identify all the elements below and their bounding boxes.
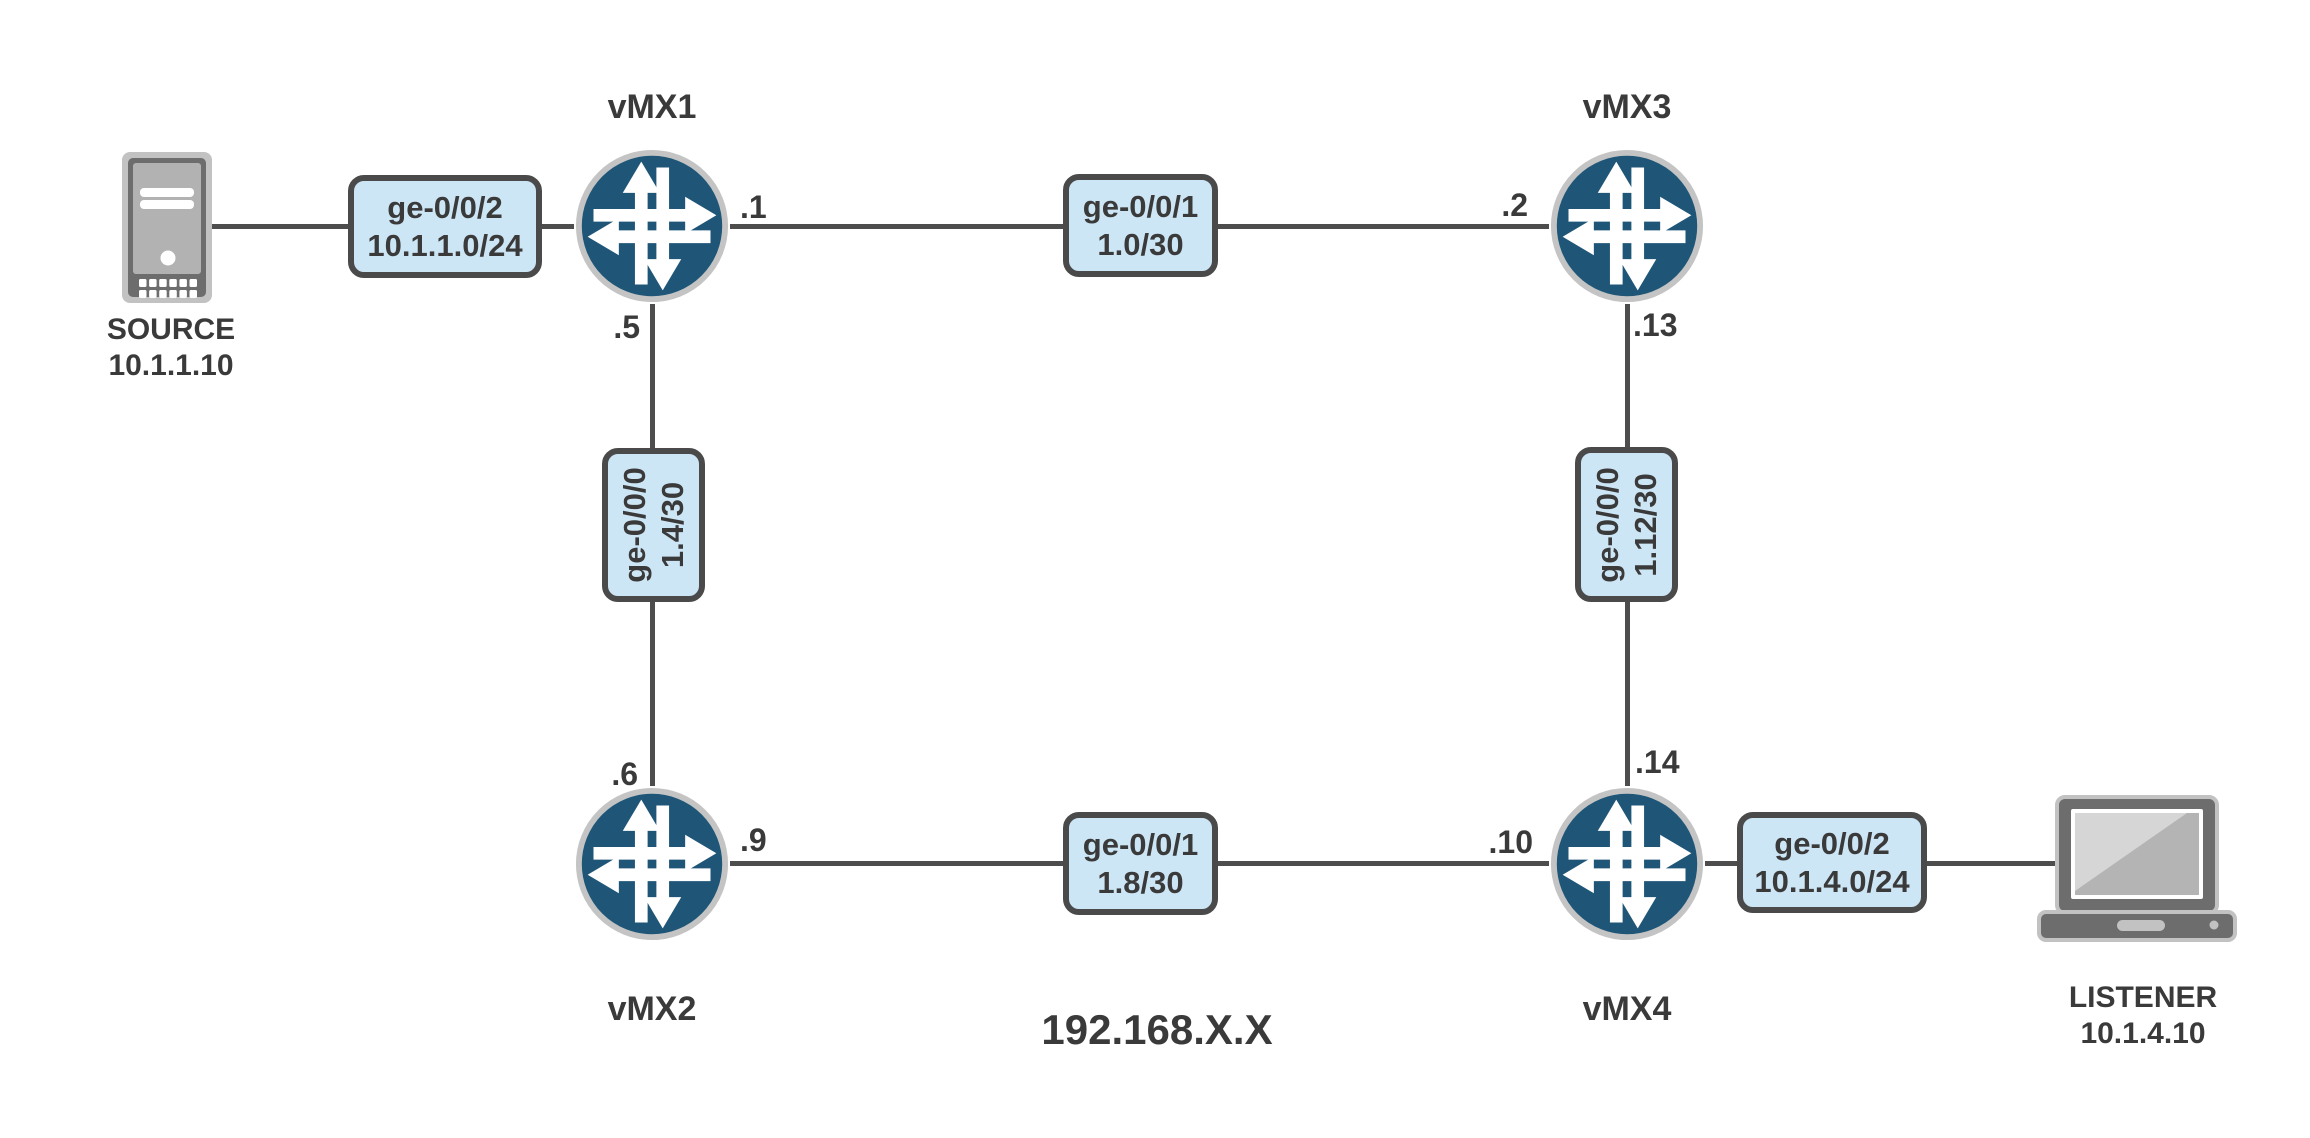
listener-caption: LISTENER 10.1.4.10 (2033, 980, 2253, 1052)
interface-label-source-vmx1: ge-0/0/2 10.1.1.0/24 (348, 175, 542, 278)
interface-label-vmx1-vmx3: ge-0/0/1 1.0/30 (1063, 174, 1218, 277)
network-range-label: 192.168.X.X (1041, 1006, 1273, 1053)
rotated-label: ge-0/0/0 1.4/30 (604, 448, 704, 602)
interface-name: ge-0/0/2 (387, 189, 503, 225)
juniper-router-icon (574, 148, 730, 304)
router-vmx4 (1549, 786, 1705, 942)
interface-subnet: 1.4/30 (654, 481, 690, 569)
source-name: SOURCE (106, 313, 236, 346)
rotated-label: ge-0/0/0 1.12/30 (1577, 448, 1677, 602)
juniper-router-icon (1549, 786, 1705, 942)
router-title-vmx2: vMX2 (607, 990, 697, 1028)
source-ip: 10.1.1.10 (108, 349, 234, 382)
port-label-vmx3-dot13: .13 (1633, 307, 1678, 343)
source-host (122, 152, 212, 303)
interface-subnet: 10.1.1.0/24 (367, 227, 523, 263)
router-vmx2 (574, 786, 730, 942)
source-caption: SOURCE 10.1.1.10 (61, 312, 281, 384)
server-tower-icon (122, 152, 212, 303)
interface-name: ge-0/0/1 (1082, 826, 1199, 862)
interface-label-vmx4-listener: ge-0/0/2 10.1.4.0/24 (1737, 812, 1927, 913)
port-label-vmx2-dot9: .9 (740, 822, 767, 858)
interface-name: ge-0/0/1 (1082, 188, 1199, 224)
interface-subnet: 1.8/30 (1097, 864, 1184, 900)
listener-ip: 10.1.4.10 (2080, 1017, 2206, 1050)
interface-subnet: 10.1.4.0/24 (1754, 863, 1910, 899)
listener-name: LISTENER (2068, 981, 2218, 1014)
juniper-router-icon (574, 786, 730, 942)
interface-name: ge-0/0/2 (1774, 825, 1890, 861)
interface-subnet: 1.0/30 (1097, 226, 1184, 262)
interface-label-vmx3-vmx4: ge-0/0/0 1.12/30 (1575, 447, 1678, 602)
router-vmx1 (574, 148, 730, 304)
router-vmx3 (1549, 148, 1705, 304)
interface-name: ge-0/0/0 (616, 467, 652, 583)
port-label-vmx4-dot10: .10 (1488, 824, 1533, 860)
router-title-vmx1: vMX1 (607, 88, 697, 126)
port-label-vmx3-dot2: .2 (1501, 187, 1528, 223)
interface-label-vmx2-vmx4: ge-0/0/1 1.8/30 (1063, 812, 1218, 915)
laptop-icon (2037, 795, 2237, 942)
router-title-vmx4: vMX4 (1582, 990, 1672, 1028)
interface-subnet: 1.12/30 (1627, 472, 1663, 577)
interface-name: ge-0/0/0 (1589, 466, 1625, 583)
interface-label-vmx1-vmx2: ge-0/0/0 1.4/30 (602, 448, 705, 602)
router-title-vmx3: vMX3 (1582, 88, 1672, 126)
port-label-vmx2-dot6: .6 (611, 756, 638, 792)
juniper-router-icon (1549, 148, 1705, 304)
listener-host (2037, 795, 2237, 942)
port-label-vmx1-dot5: .5 (613, 309, 640, 345)
port-label-vmx4-dot14: .14 (1635, 744, 1680, 780)
port-label-vmx1-dot1: .1 (740, 189, 767, 225)
